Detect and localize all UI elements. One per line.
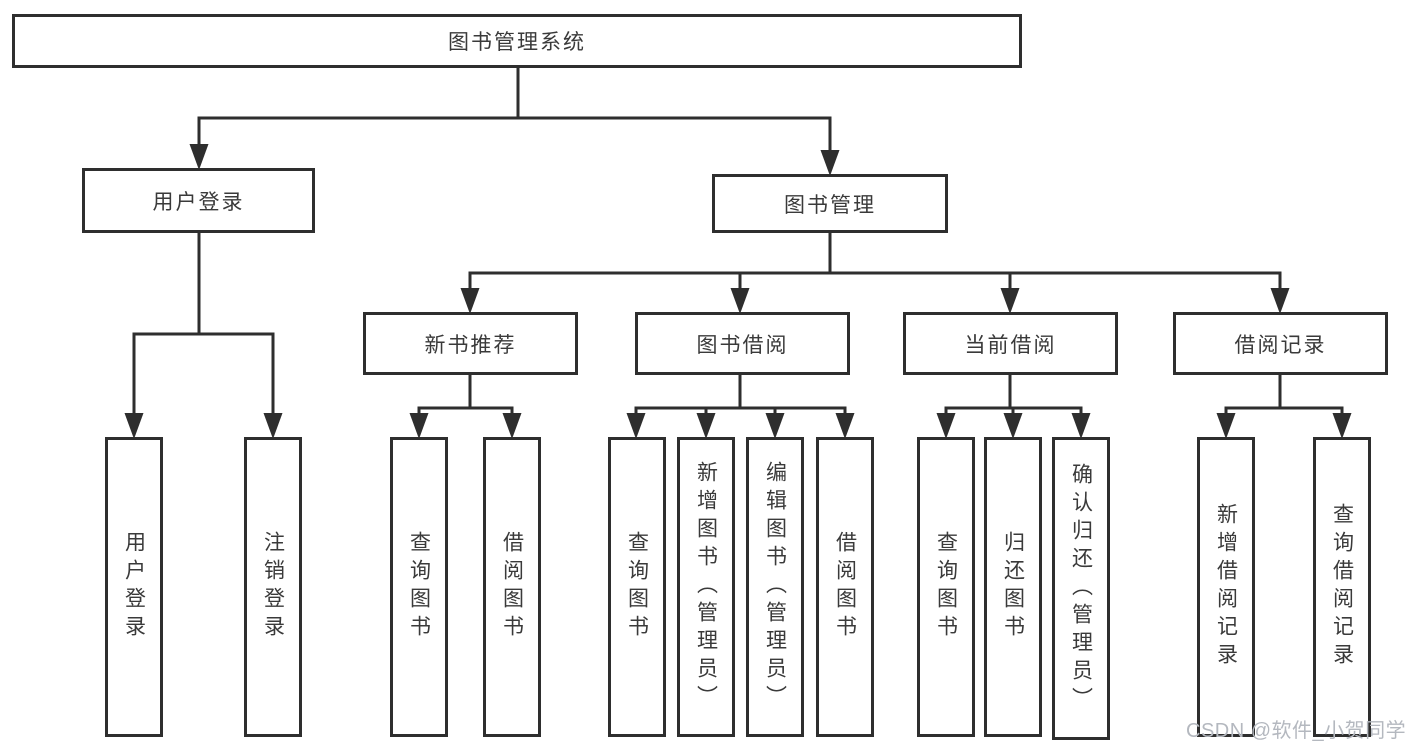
connector-user-login-distributor <box>132 332 275 417</box>
node-leaf-borrow-books-recommend: 借阅图书 <box>483 437 541 737</box>
arrowheads <box>124 144 1352 439</box>
node-current-borrowing: 当前借阅 <box>903 312 1118 375</box>
arrow-leaf-add-books <box>696 413 716 439</box>
node-new-book-recommendation: 新书推荐 <box>363 312 578 375</box>
node-leaf-user-login: 用户登录 <box>105 437 163 737</box>
leaf-label: 归还图书 <box>1001 531 1025 643</box>
arrow-book-management <box>820 150 840 176</box>
csdn-watermark: CSDN @软件_小贺同学 <box>1186 720 1405 742</box>
arrow-borrowing-records <box>1270 288 1290 314</box>
leaf-label: 新增图书（管理员） <box>694 461 718 713</box>
connector-borrowing-records-distributor <box>1224 406 1344 418</box>
connector-new-book-distributor <box>417 406 514 418</box>
leaf-label: 编辑图书（管理员） <box>763 461 787 713</box>
arrow-leaf-edit-books <box>765 413 785 439</box>
leaf-label: 注销登录 <box>261 531 285 643</box>
leaf-label: 查询图书 <box>625 531 649 643</box>
node-leaf-query-books-recommend: 查询图书 <box>390 437 448 737</box>
connector-book-management-distributor <box>468 271 1282 292</box>
node-leaf-query-books-borrowing: 查询图书 <box>608 437 666 737</box>
node-leaf-add-borrow-record: 新增借阅记录 <box>1197 437 1255 737</box>
connector-level2-distributor <box>197 116 832 154</box>
leaf-label: 借阅图书 <box>833 531 857 643</box>
arrow-leaf-query-record <box>1332 413 1352 439</box>
node-leaf-query-books-current: 查询图书 <box>917 437 975 737</box>
arrow-leaf-logout <box>263 413 283 439</box>
arrow-user-login <box>189 144 209 170</box>
arrow-leaf-add-record <box>1216 413 1236 439</box>
node-leaf-query-borrow-record: 查询借阅记录 <box>1313 437 1371 737</box>
node-borrowing-records: 借阅记录 <box>1173 312 1388 375</box>
leaf-label: 借阅图书 <box>500 531 524 643</box>
arrow-book-borrowing <box>730 288 750 314</box>
arrow-leaf-query-books-c <box>936 413 956 439</box>
node-user-login: 用户登录 <box>82 168 315 233</box>
node-book-management: 图书管理 <box>712 174 948 233</box>
node-leaf-add-books-admin: 新增图书（管理员） <box>677 437 735 737</box>
leaf-label: 查询图书 <box>934 531 958 643</box>
node-leaf-borrow-books-borrowing: 借阅图书 <box>816 437 874 737</box>
leaf-label: 确认归还（管理员） <box>1069 462 1093 715</box>
node-book-borrowing: 图书借阅 <box>635 312 850 375</box>
leaf-label: 新增借阅记录 <box>1214 503 1238 671</box>
node-leaf-logout: 注销登录 <box>244 437 302 737</box>
arrow-leaf-query-books-b <box>626 413 646 439</box>
node-leaf-edit-books-admin: 编辑图书（管理员） <box>746 437 804 737</box>
arrow-new-book <box>460 288 480 314</box>
leaf-label: 用户登录 <box>122 531 146 643</box>
node-library-management-system: 图书管理系统 <box>12 14 1022 68</box>
connector-book-borrowing-distributor <box>634 406 847 418</box>
arrow-current-borrowing <box>1000 288 1020 314</box>
leaf-label: 查询图书 <box>407 531 431 643</box>
arrow-leaf-user-login <box>124 413 144 439</box>
leaf-label: 查询借阅记录 <box>1330 503 1354 671</box>
arrow-leaf-query-books-a <box>409 413 429 439</box>
node-leaf-confirm-return-admin: 确认归还（管理员） <box>1052 437 1110 740</box>
arrow-leaf-borrow-books-b <box>835 413 855 439</box>
arrow-leaf-confirm-return <box>1071 413 1091 439</box>
arrow-leaf-borrow-books-a <box>502 413 522 439</box>
node-leaf-return-books: 归还图书 <box>984 437 1042 737</box>
arrow-leaf-return-books <box>1003 413 1023 439</box>
